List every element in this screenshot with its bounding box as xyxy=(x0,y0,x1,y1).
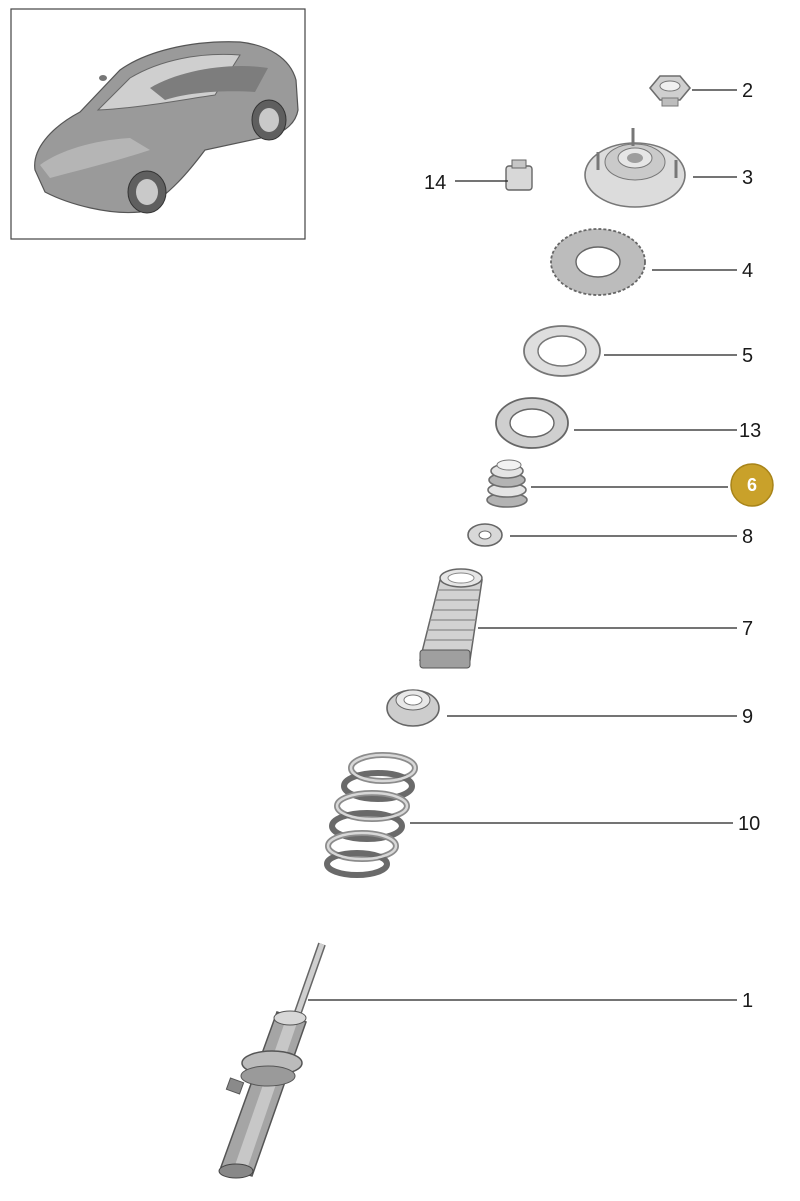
part-washer-small[interactable] xyxy=(467,523,503,547)
part-bearing-ring[interactable] xyxy=(550,228,646,296)
callout-14[interactable]: 14 xyxy=(424,172,446,194)
callout-8[interactable]: 8 xyxy=(742,526,753,548)
callout-3[interactable]: 3 xyxy=(742,167,753,189)
part-protective-boot[interactable] xyxy=(419,568,483,669)
callout-5[interactable]: 5 xyxy=(742,345,753,367)
part-washer-large[interactable] xyxy=(523,325,601,377)
callout-6[interactable]: 6 xyxy=(747,475,757,495)
callout-1[interactable]: 1 xyxy=(742,990,753,1012)
callout-4[interactable]: 4 xyxy=(742,260,753,282)
sports-car-icon xyxy=(34,41,299,214)
part-bump-stop[interactable] xyxy=(486,459,528,508)
part-clip[interactable] xyxy=(505,159,533,191)
part-shock-absorber[interactable] xyxy=(218,942,326,1179)
callout-6-highlight[interactable]: 6 xyxy=(730,463,774,507)
callout-2[interactable]: 2 xyxy=(742,80,753,102)
part-spring-pad[interactable] xyxy=(386,689,440,727)
callout-13[interactable]: 13 xyxy=(739,420,761,442)
vehicle-thumbnail[interactable] xyxy=(10,8,306,240)
callout-7[interactable]: 7 xyxy=(742,618,753,640)
part-nut[interactable] xyxy=(648,75,692,107)
part-spring-seat[interactable] xyxy=(495,397,569,449)
callout-9[interactable]: 9 xyxy=(742,706,753,728)
part-strut-top-mount[interactable] xyxy=(584,128,686,208)
callout-10[interactable]: 10 xyxy=(738,813,760,835)
leader-lines xyxy=(308,89,737,1001)
